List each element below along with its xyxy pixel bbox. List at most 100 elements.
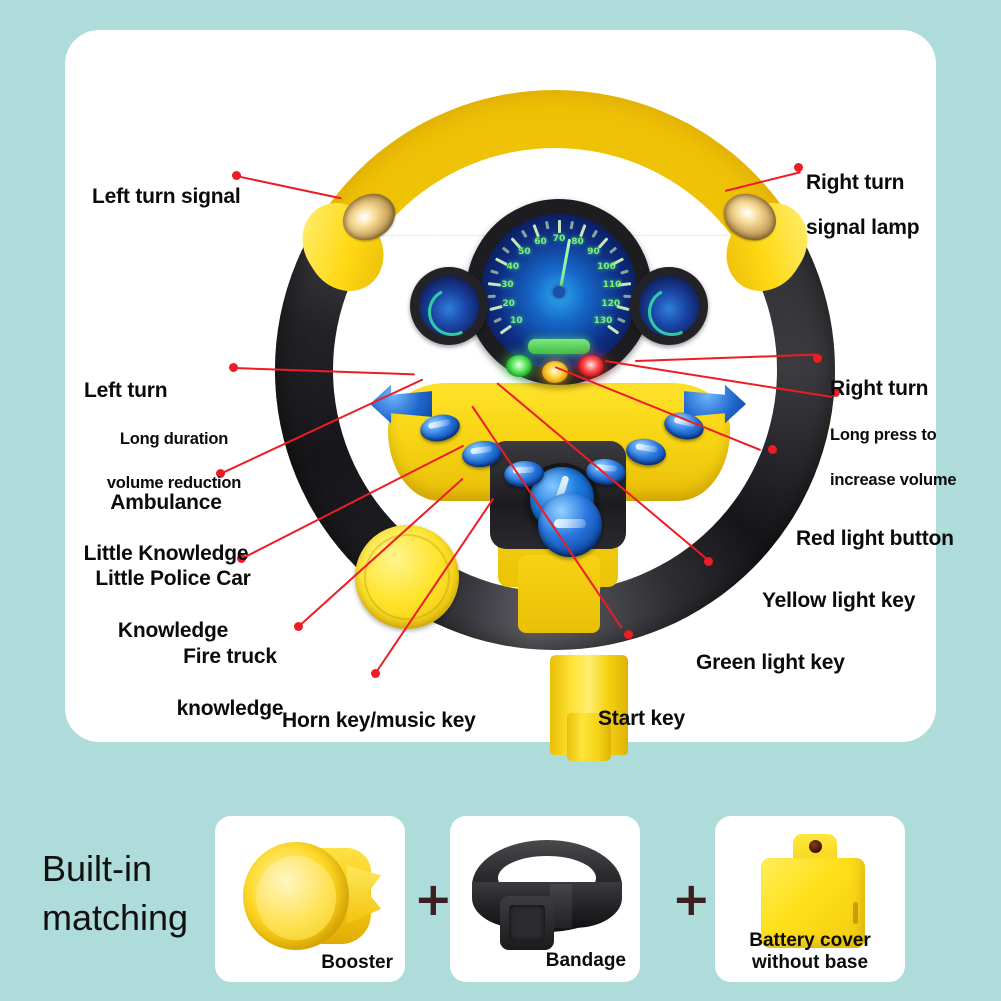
speedometer-tick	[608, 246, 617, 254]
callout-right-turn-signal-lamp: Right turn signal lamp	[806, 150, 920, 260]
hub-column	[518, 555, 600, 633]
speedometer-tick	[619, 269, 629, 275]
callout-ambulance: Ambulance Little Knowledge	[66, 470, 266, 586]
speedometer-tick	[520, 229, 528, 239]
callout-left-turn-title: Left turn	[84, 378, 168, 402]
speedometer-number: 130	[593, 315, 613, 326]
callout-horn-key: Horn key/music key	[282, 682, 476, 733]
speedometer-number: 70	[552, 234, 566, 244]
battery-cover-image	[755, 834, 871, 950]
callout-yellow-light-key: Yellow light key	[762, 562, 915, 613]
horn-music-key-button[interactable]	[538, 493, 602, 557]
speedometer-hub-cap	[553, 286, 565, 298]
callout-firetruck: Fire truck knowledge	[150, 624, 310, 741]
callout-right-turn: Right turn Long press to increase volume	[830, 356, 1000, 510]
built-in-matching-line2: matching	[42, 896, 189, 938]
built-in-matching-line1: Built-in	[42, 848, 153, 889]
yellow-led-indicator	[542, 361, 568, 383]
callout-red-light-button: Red light button	[796, 500, 954, 551]
speedometer-number: 90	[587, 247, 600, 258]
accessory-label-booster: Booster	[321, 952, 393, 974]
callout-left-turn-sub1: Long duration	[119, 429, 229, 448]
callout-police: Little Police Car Knowledge	[78, 546, 268, 663]
booster-clip	[347, 866, 381, 924]
left-side-gauge-face	[419, 276, 483, 343]
leader-dot-firetruck	[294, 622, 303, 631]
callout-firetruck-line2: knowledge	[176, 696, 284, 720]
booster-suction-cup	[243, 842, 349, 950]
accessory-label-battery-cover-line1: Battery cover	[749, 930, 871, 952]
right-side-gauge-face	[639, 276, 703, 343]
accessory-label-battery-cover-line2: without base	[751, 952, 869, 974]
speedometer-number: 20	[502, 298, 515, 309]
leader-dot-ambulance	[216, 469, 225, 478]
callout-horn-key-label: Horn key/music key	[282, 708, 476, 732]
speedometer-number: 120	[601, 298, 621, 309]
speedometer-lcd	[528, 339, 590, 354]
callout-right-turn-sub1: Long press to	[830, 425, 937, 444]
accessory-card-booster: Booster	[215, 816, 405, 982]
red-led-indicator	[578, 355, 604, 377]
callout-green-light-key: Green light key	[696, 624, 845, 675]
speedometer-number: 100	[597, 261, 616, 272]
callout-right-turn-title: Right turn	[830, 376, 929, 400]
leader-dot-left-turn	[229, 363, 238, 372]
leader-dot-police	[237, 554, 246, 563]
leader-dot-red	[831, 388, 840, 397]
right-gauge-arc	[641, 281, 703, 343]
speedometer-tick	[492, 317, 502, 324]
speedometer-number: 60	[534, 237, 547, 248]
callout-start-key-label: Start key	[598, 706, 685, 730]
bandage-seam	[550, 884, 572, 928]
callout-yellow-light-key-label: Yellow light key	[762, 588, 916, 612]
green-led-indicator	[506, 355, 532, 377]
speedometer-tick	[489, 269, 499, 275]
accessory-label-battery-cover: Battery cover without base	[715, 930, 905, 974]
callout-left-turn-signal-label: Left turn signal	[92, 184, 241, 208]
speedometer-tick	[501, 246, 510, 254]
speedometer-tick	[557, 220, 561, 233]
plus-separator-2: +	[672, 872, 711, 926]
callout-police-line2: Knowledge	[117, 618, 229, 642]
leader-dot-horn	[371, 669, 380, 678]
battery-cover-screw	[809, 840, 822, 853]
leader-dot-green	[704, 557, 713, 566]
speedometer-tick	[544, 220, 549, 230]
speedometer-number: 30	[501, 279, 514, 290]
leader-dot-right-turn	[813, 354, 822, 363]
left-gauge-arc	[421, 281, 483, 343]
speedometer-number: 40	[506, 261, 520, 272]
accessory-card-bandage: Bandage	[450, 816, 640, 982]
callout-right-turn-sub2: increase volume	[830, 471, 957, 490]
speedometer-tick	[499, 324, 512, 335]
callout-ambulance-line2: Little Knowledge	[83, 541, 249, 565]
speedometer-number: 50	[518, 247, 531, 258]
callout-red-light-button-label: Red light button	[796, 526, 954, 550]
leader-dot-yellow	[768, 445, 777, 454]
speedometer-tick	[569, 220, 574, 230]
battery-cover-slot	[853, 902, 858, 924]
callout-ambulance-line1: Ambulance	[110, 490, 222, 514]
speedometer-tick	[487, 294, 496, 299]
speedometer-tick	[578, 224, 587, 238]
callout-left-turn-signal: Left turn signal	[92, 158, 241, 209]
speedometer-number: 80	[571, 237, 584, 248]
speedometer-tick	[531, 224, 540, 238]
callout-right-signal-line1: Right turn	[806, 170, 905, 194]
plus-separator-1: +	[414, 872, 453, 926]
left-side-gauge	[410, 267, 488, 345]
bandage-buckle	[500, 896, 554, 950]
leader-dot-start-key	[624, 630, 633, 639]
speedometer-tick	[616, 317, 626, 324]
spinner-knob[interactable]	[355, 525, 459, 629]
booster-image	[243, 838, 383, 954]
accessory-label-bandage: Bandage	[545, 950, 626, 972]
leader-dot-left-turn-signal	[232, 171, 241, 180]
callout-green-light-key-label: Green light key	[696, 650, 845, 674]
